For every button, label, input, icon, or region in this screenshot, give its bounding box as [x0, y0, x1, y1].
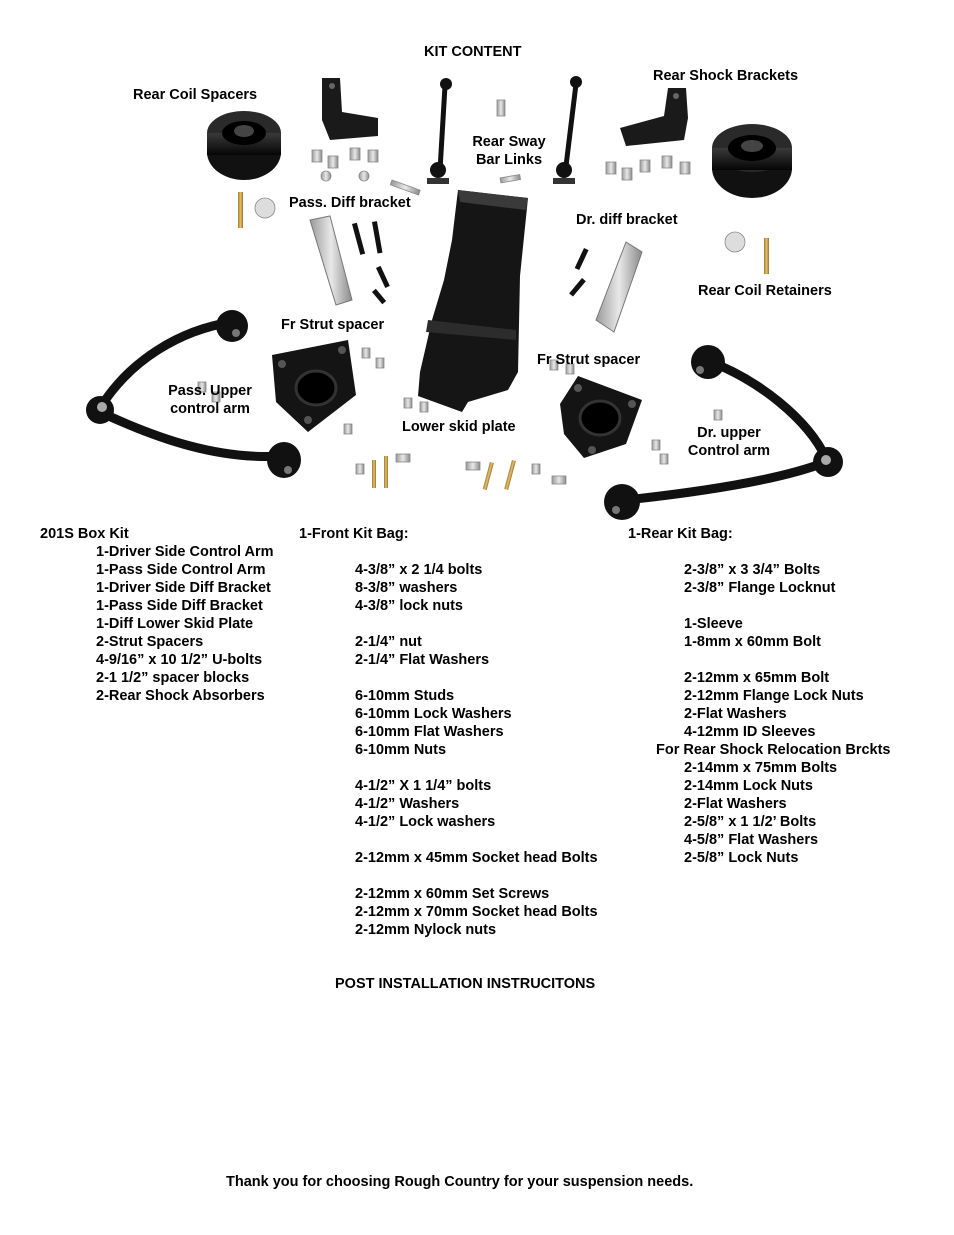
- front-kit-items: 4-3/8” x 2 1/4 bolts 8-3/8” washers 4-3/8”…: [299, 543, 598, 939]
- kit-item: 6-10mm Lock Washers: [355, 706, 512, 722]
- label-dr-diff-bracket: Dr. diff bracket: [576, 212, 678, 228]
- label-rear-sway-line-2: Bar Links: [475, 152, 543, 168]
- label-rear-coil-spacers: Rear Coil Spacers: [133, 87, 258, 103]
- label-pass-upper-line-2: control arm: [170, 401, 250, 417]
- label-pass-diff-bracket: Pass. Diff bracket: [289, 195, 411, 211]
- kit-item: 2-12mm x 45mm Socket head Bolts: [355, 850, 598, 866]
- lower-skid-plate-icon: [418, 190, 528, 412]
- kit-item: [684, 543, 891, 561]
- rear-shock-bracket-right-icon: [620, 88, 688, 146]
- kit-item: [684, 597, 891, 615]
- kit-item: [355, 831, 598, 849]
- kit-item: 2-5/8” x 1 1/2’ Bolts: [684, 814, 817, 830]
- rear-coil-spacer-right-icon: [712, 124, 792, 198]
- label-rear-sway-line-1: Rear Sway: [472, 134, 546, 150]
- kit-item: 6-10mm Flat Washers: [355, 724, 504, 740]
- kit-item: 2-12mm Nylock nuts: [355, 922, 497, 938]
- label-rear-coil-retainers: Rear Coil Retainers: [698, 283, 832, 299]
- kit-item: 2-1 1/2” spacer blocks: [96, 670, 250, 686]
- rear-shock-bracket-left-icon: [322, 78, 378, 140]
- label-pass-upper-line-1: Pass. Upper: [168, 383, 252, 399]
- hardware-cluster-icons: [197, 99, 746, 485]
- label-dr-upper-line-2: Control arm: [687, 443, 771, 459]
- fr-strut-spacer-right-icon: [560, 376, 642, 458]
- label-fr-strut-spacer-right: Fr Strut spacer: [537, 352, 641, 368]
- kit-item: 4-9/16” x 10 1/2” U-bolts: [96, 652, 263, 668]
- label-dr-upper-line-1: Dr. upper: [697, 425, 761, 441]
- kit-item: 4-1/2” Washers: [355, 796, 460, 812]
- kit-item: 2-3/8” Flange Locknut: [684, 580, 836, 596]
- kit-parts-illustration: [86, 76, 843, 520]
- kit-item: 6-10mm Studs: [355, 688, 455, 704]
- kit-item: 4-1/2” Lock washers: [355, 814, 496, 830]
- fr-strut-spacer-left-icon: [272, 340, 356, 432]
- label-fr-strut-spacer-left: Fr Strut spacer: [281, 317, 385, 333]
- kit-item: 2-5/8” Lock Nuts: [684, 850, 799, 866]
- front-kit-list: 1-Front Kit Bag: 4-3/8” x 2 1/4 bolts 8-3…: [299, 525, 598, 939]
- kit-item: 8-3/8” washers: [355, 580, 458, 596]
- kit-item: 2-14mm x 75mm Bolts: [684, 760, 838, 776]
- front-kit-heading: 1-Front Kit Bag:: [299, 526, 409, 542]
- kit-item: 4-12mm ID Sleeves: [684, 724, 816, 740]
- sway-bar-link-left-icon: [427, 78, 452, 184]
- kit-item: 2-12mm x 65mm Bolt: [684, 670, 830, 686]
- dr-diff-bracket-icon: [595, 241, 643, 333]
- kit-item: 1-8mm x 60mm Bolt: [684, 634, 821, 650]
- kit-item: 4-5/8” Flat Washers: [684, 832, 819, 848]
- kit-item: 2-Rear Shock Absorbers: [96, 688, 265, 704]
- kit-item: 2-14mm Lock Nuts: [684, 778, 813, 794]
- sway-bar-link-right-icon: [553, 76, 582, 184]
- kit-item: [355, 543, 598, 561]
- kit-item: 2-1/4” Flat Washers: [355, 652, 490, 668]
- kit-item: 4-1/2” X 1 1/4” bolts: [355, 778, 492, 794]
- post-installation-heading: POST INSTALLATION INSTRUCITONS: [335, 976, 596, 992]
- pass-diff-bracket-icon: [309, 215, 353, 306]
- kit-content-title: KIT CONTENT: [424, 44, 522, 60]
- kit-item: 1-Driver Side Control Arm: [96, 544, 274, 560]
- kit-item: 2-1/4” nut: [355, 634, 422, 650]
- kit-item: 6-10mm Nuts: [355, 742, 447, 758]
- kit-item: [355, 867, 598, 885]
- kit-item: [355, 615, 598, 633]
- kit-item: [684, 651, 891, 669]
- box-kit-heading: 201S Box Kit: [40, 526, 129, 542]
- rear-kit-heading: 1-Rear Kit Bag:: [628, 526, 733, 542]
- kit-item: For Rear Shock Relocation Brckts: [656, 742, 891, 758]
- kit-item: 1-Diff Lower Skid Plate: [96, 616, 254, 632]
- label-lower-skid-plate: Lower skid plate: [402, 419, 516, 435]
- kit-item: 1-Pass Side Diff Bracket: [96, 598, 263, 614]
- kit-item: 2-3/8” x 3 3/4” Bolts: [684, 562, 821, 578]
- kit-item: [355, 759, 598, 777]
- kit-item: 4-3/8” lock nuts: [355, 598, 463, 614]
- kit-item: 2-Strut Spacers: [96, 634, 204, 650]
- dr-upper-control-arm-icon: [604, 345, 843, 520]
- kit-item: [355, 669, 598, 687]
- label-dr-upper-control-arm: Dr. upper Control arm: [680, 424, 778, 460]
- black-bolt-icons: [352, 221, 589, 305]
- rear-coil-spacer-left-icon: [207, 111, 281, 180]
- kit-item: 2-12mm x 70mm Socket head Bolts: [355, 904, 598, 920]
- box-kit-items: 1-Driver Side Control Arm 1-Pass Side Con…: [40, 543, 274, 705]
- label-pass-upper-control-arm: Pass. Upper control arm: [160, 382, 260, 418]
- footer-thank-you: Thank you for choosing Rough Country for…: [226, 1174, 694, 1190]
- kit-item: 4-3/8” x 2 1/4 bolts: [355, 562, 483, 578]
- label-rear-shock-brackets: Rear Shock Brackets: [653, 68, 799, 84]
- label-rear-sway-bar-links: Rear Sway Bar Links: [462, 133, 556, 169]
- kit-item: 2-Flat Washers: [684, 706, 787, 722]
- kit-item: 2-12mm Flange Lock Nuts: [684, 688, 864, 704]
- kit-item: 1-Sleeve: [684, 616, 743, 632]
- kit-item: 1-Driver Side Diff Bracket: [96, 580, 271, 596]
- kit-item: 1-Pass Side Control Arm: [96, 562, 266, 578]
- rear-kit-items: 2-3/8” x 3 3/4” Bolts 2-3/8” Flange Lockn…: [628, 543, 891, 867]
- gold-bolt-icons: [238, 192, 769, 491]
- pass-upper-control-arm-icon: [86, 310, 301, 478]
- kit-item: 2-Flat Washers: [684, 796, 787, 812]
- kit-item: 2-12mm x 60mm Set Screws: [355, 886, 550, 902]
